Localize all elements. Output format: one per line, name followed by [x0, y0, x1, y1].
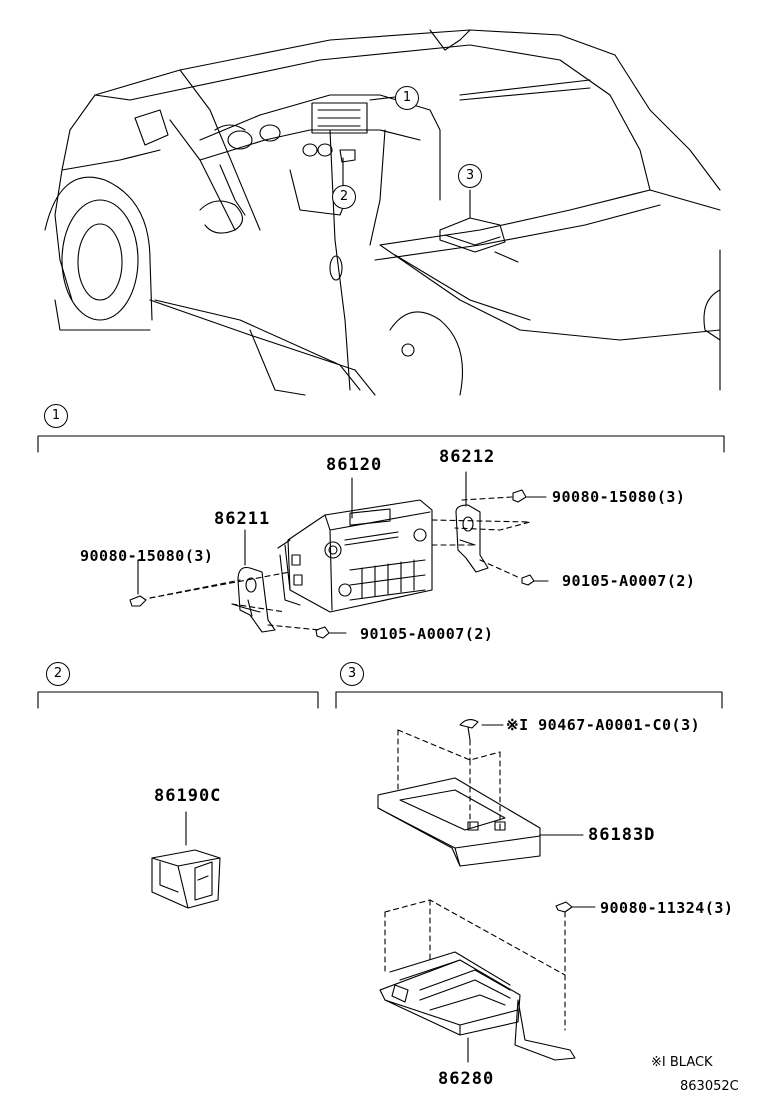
part-86183d-label[interactable]: 86183D	[588, 825, 656, 845]
color-note: ※I BLACK	[651, 1055, 713, 1070]
part-86212-label[interactable]: 86212	[439, 447, 496, 467]
truck-illustration	[45, 30, 720, 395]
radio-assembly	[130, 472, 548, 638]
part-90080-11324-label[interactable]: 90080-11324(3)	[600, 899, 734, 917]
part-86280-label[interactable]: 86280	[438, 1069, 495, 1089]
section-2-marker: 2	[46, 662, 70, 686]
part-90105-a0007-bottom-label[interactable]: 90105-A0007(2)	[360, 625, 494, 643]
switch-assembly	[152, 812, 220, 908]
part-90105-a0007-right-label[interactable]: 90105-A0007(2)	[562, 572, 696, 590]
part-90080-15080-right-label[interactable]: 90080-15080(3)	[552, 488, 686, 506]
section-brackets	[38, 436, 724, 708]
section-3-marker: 3	[340, 662, 364, 686]
callout-1: 1	[395, 86, 419, 110]
section-1-marker: 1	[44, 404, 68, 428]
part-90080-15080-left-label[interactable]: 90080-15080(3)	[80, 547, 214, 565]
part-86211-label[interactable]: 86211	[214, 509, 271, 529]
callout-2: 2	[332, 185, 356, 209]
part-86120-label[interactable]: 86120	[326, 455, 383, 475]
part-86190c-label[interactable]: 86190C	[154, 786, 222, 806]
part-90467-a0001-c0-label[interactable]: ※I 90467-A0001-C0(3)	[506, 716, 701, 734]
figure-code: 863052C	[680, 1079, 739, 1094]
callout-3: 3	[458, 164, 482, 188]
cover-amplifier-assembly	[378, 720, 595, 1062]
